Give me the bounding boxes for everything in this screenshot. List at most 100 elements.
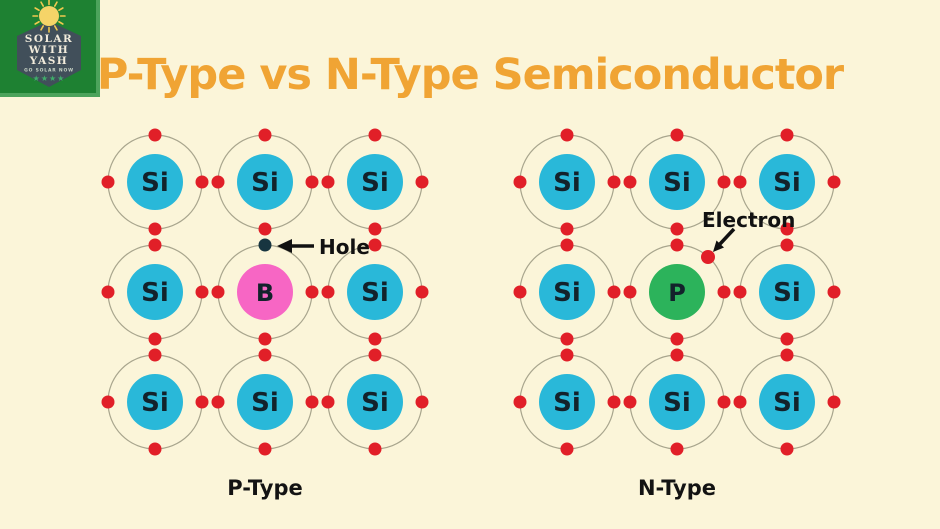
atom-core-si — [759, 374, 815, 430]
electron-dot — [368, 442, 382, 456]
electron-dot — [717, 175, 731, 189]
electron-dot — [101, 395, 115, 409]
electron-arrow-head — [713, 240, 724, 252]
electron-dot — [623, 395, 637, 409]
brand-line-2: WITH — [28, 44, 69, 56]
caption-n-type: N-Type — [637, 476, 716, 500]
electron-dot — [607, 175, 621, 189]
atom-symbol: Si — [553, 278, 581, 308]
electron-dot — [717, 285, 731, 299]
atom-symbol: Si — [251, 388, 279, 418]
electron-dot — [560, 222, 574, 236]
electron-dot — [623, 175, 637, 189]
atom-symbol: Si — [141, 278, 169, 308]
hole-label: Hole — [319, 235, 370, 259]
electron-dot — [211, 285, 225, 299]
electron-arrow-line — [718, 227, 736, 246]
electron-dot — [101, 285, 115, 299]
atom-symbol: B — [256, 279, 274, 307]
brand-tagline: GO SOLAR NOW — [24, 68, 74, 74]
electron-dot — [195, 285, 209, 299]
electron-dot — [368, 332, 382, 346]
hole-dot — [258, 238, 272, 252]
sun-ray — [53, 25, 58, 31]
atom-symbol: Si — [361, 278, 389, 308]
electron-dot — [321, 175, 335, 189]
electron-dot — [560, 128, 574, 142]
atom-symbol: Si — [773, 168, 801, 198]
electron-dot — [305, 285, 319, 299]
electron-dot — [780, 442, 794, 456]
electron-dot — [670, 238, 684, 252]
electron-dot — [780, 332, 794, 346]
atom-core-si — [539, 264, 595, 320]
atom-core-si — [347, 374, 403, 430]
electron-dot — [670, 222, 684, 236]
electron-dot — [148, 442, 162, 456]
electron-dot — [321, 395, 335, 409]
electron-dot — [560, 442, 574, 456]
electron-dot — [780, 238, 794, 252]
sun-ray — [58, 20, 64, 25]
electron-dot — [415, 175, 429, 189]
electron-dot — [733, 285, 747, 299]
atom-symbol: Si — [773, 278, 801, 308]
electron-dot — [258, 222, 272, 236]
atom-symbol: P — [668, 279, 686, 307]
atom-core-si — [127, 264, 183, 320]
sun-ray — [58, 7, 64, 12]
page-title: P-Type vs N-Type Semiconductor — [96, 50, 844, 100]
electron-dot — [148, 238, 162, 252]
electron-dot — [148, 332, 162, 346]
electron-dot — [321, 285, 335, 299]
atom-core-si — [237, 154, 293, 210]
brand-line-3: YASH — [29, 55, 68, 67]
atom-core-si — [649, 154, 705, 210]
atom-symbol: Si — [141, 168, 169, 198]
electron-dot — [305, 175, 319, 189]
electron-dot — [258, 128, 272, 142]
electron-dot — [513, 285, 527, 299]
electron-dot — [415, 395, 429, 409]
atom-symbol: Si — [663, 388, 691, 418]
sun-ray — [34, 7, 40, 12]
atom-core-si — [649, 374, 705, 430]
electron-dot — [827, 395, 841, 409]
electron-dot — [513, 395, 527, 409]
electron-dot — [780, 348, 794, 362]
atom-symbol: Si — [553, 388, 581, 418]
electron-dot — [368, 238, 382, 252]
sun-ray — [53, 1, 58, 7]
electron-dot — [258, 442, 272, 456]
sun-ray — [40, 1, 45, 7]
atom-core-si — [127, 154, 183, 210]
electron-dot — [258, 348, 272, 362]
electron-dot — [780, 222, 794, 236]
electron-dot — [623, 285, 637, 299]
logo-badge: SOLAR WITH YASH GO SOLAR NOW ★★★★ — [17, 0, 81, 87]
atom-symbol: Si — [773, 388, 801, 418]
atom-core-si — [127, 374, 183, 430]
electron-dot — [670, 442, 684, 456]
electron-dot — [733, 395, 747, 409]
electron-dot — [733, 175, 747, 189]
star-rating: ★★★★ — [33, 74, 66, 83]
electron-dot — [195, 395, 209, 409]
brand-line-1: SOLAR — [25, 33, 74, 45]
electron-dot — [560, 332, 574, 346]
electron-dot — [148, 222, 162, 236]
sun-ray — [34, 20, 40, 25]
electron-label: Electron — [702, 208, 795, 232]
atom-symbol: Si — [553, 168, 581, 198]
atom-symbol: Si — [361, 388, 389, 418]
electron-dot — [148, 348, 162, 362]
electron-dot — [368, 128, 382, 142]
electron-dot — [258, 332, 272, 346]
electron-dot — [148, 128, 162, 142]
sun-ray — [40, 25, 45, 31]
atom-symbol: Si — [141, 388, 169, 418]
sun-icon — [39, 6, 59, 26]
electron-dot — [717, 395, 731, 409]
